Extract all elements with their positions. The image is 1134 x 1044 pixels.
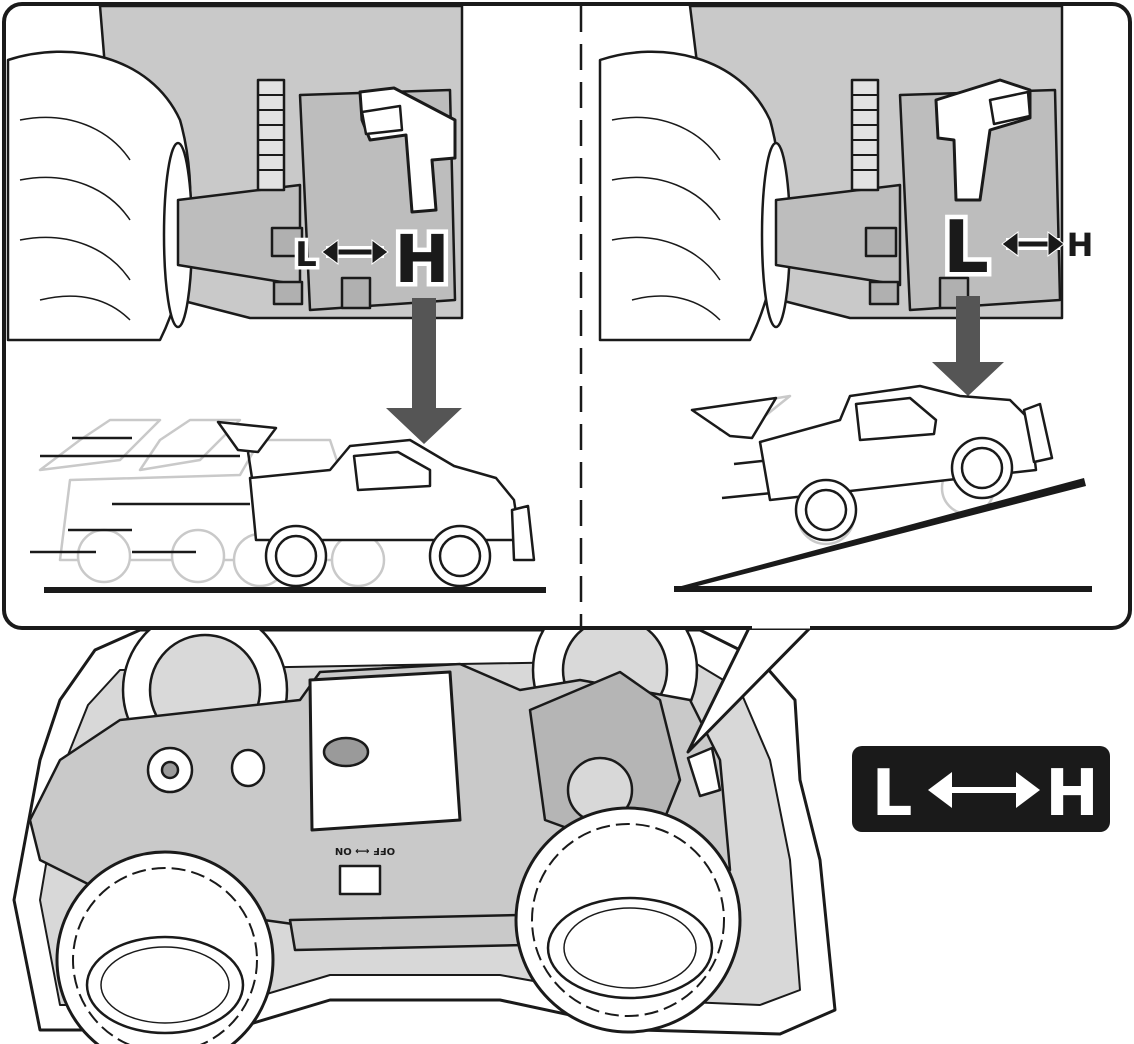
front-skid [290,915,525,950]
gear-badge: L H [852,746,1110,832]
steering-knob [232,750,264,786]
cover-screw [324,738,368,766]
power-switch-label: OFF ⟷ ON [335,845,395,856]
right-callout-high: H [1067,226,1094,264]
right-callout-low: L [943,205,989,289]
gear-badge-low: L [872,757,913,831]
left-callout-low: L [295,235,317,275]
tire-lower-left [57,852,273,1044]
left-callout-high: H [394,221,449,298]
power-switch[interactable] [340,866,380,894]
gear-badge-high: H [1045,757,1099,831]
tire-lower-right [516,808,740,1032]
right-gearbox-closeup [600,6,1062,340]
chassis-illustration: OFF ⟷ ON [14,588,835,1044]
trim-dial-center [162,762,178,778]
